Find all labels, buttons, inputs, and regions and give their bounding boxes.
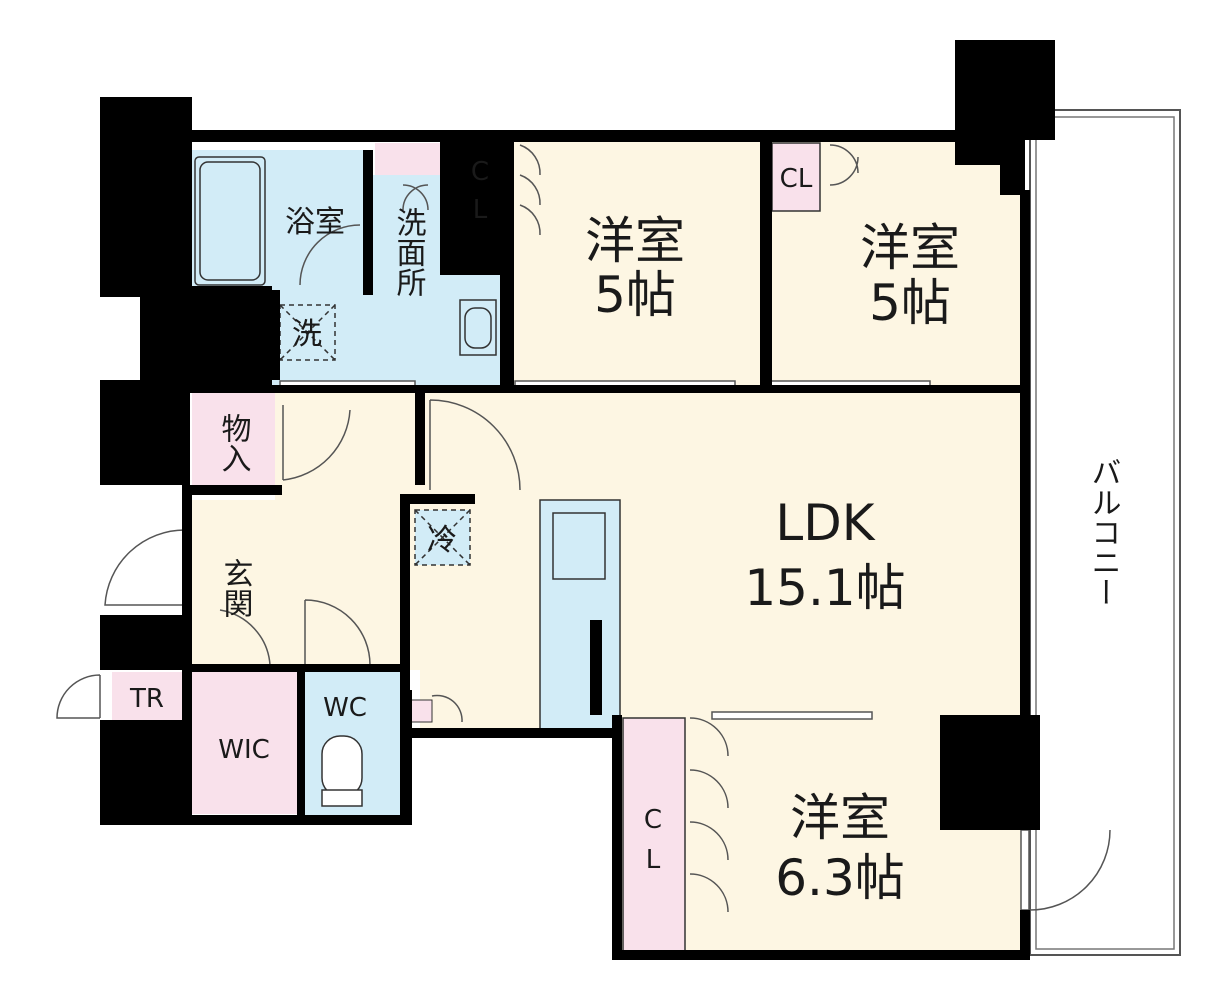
toilet-bowl <box>321 735 363 797</box>
western-room-3-name: 洋室 <box>790 789 890 847</box>
western-room-2-name: 洋室 <box>860 219 960 277</box>
fridge-label: 冷 <box>427 523 457 558</box>
closet-2-label: CL <box>780 164 813 194</box>
closet-3 <box>622 717 686 954</box>
entrance-label: 玄関 <box>218 558 253 618</box>
doors <box>56 144 1111 913</box>
balcony-label: バルコニー <box>1086 457 1121 607</box>
closet-1-label-c: C <box>471 157 489 187</box>
western-room-1-floor <box>510 140 765 385</box>
entrance-floor <box>190 500 280 670</box>
western-room-1-size: 5帖 <box>594 266 676 324</box>
ldk-floor <box>420 390 1025 735</box>
linen-closet <box>375 143 445 175</box>
western-room-2-size: 5帖 <box>869 274 951 332</box>
kitchen-counter <box>539 499 621 736</box>
storage <box>192 392 275 492</box>
bath-label: 浴室 <box>285 205 345 240</box>
washroom-label: 洗面所 <box>391 207 427 297</box>
sink <box>552 512 606 580</box>
walk-in-closet <box>192 672 297 814</box>
washer-label: 洗 <box>292 317 322 352</box>
walls <box>100 40 1055 960</box>
closet-1-label-l: L <box>473 195 488 225</box>
hall-floor <box>275 390 420 670</box>
fixtures <box>194 156 497 807</box>
western-room-1-name: 洋室 <box>585 212 685 270</box>
balcony <box>1029 109 1181 956</box>
closet-3-label-c: C <box>644 805 662 835</box>
ldk-name: LDK <box>775 494 875 552</box>
bathtub <box>194 156 266 286</box>
closet-2 <box>771 142 821 212</box>
labels: 洋室 5帖 洋室 5帖 LDK 15.1帖 洋室 6.3帖 浴室 洗面所 洗 物… <box>129 157 1120 907</box>
washbasin <box>459 299 497 356</box>
closet-3-label-l: L <box>646 845 661 875</box>
storage-label: 物入 <box>216 413 252 473</box>
western-room-3-size: 6.3帖 <box>775 849 905 907</box>
ldk-size: 15.1帖 <box>744 559 905 617</box>
small-cabinet <box>409 699 433 723</box>
toilet-label: WC <box>323 693 367 723</box>
trunk-room <box>112 672 182 720</box>
trunk-room-label: TR <box>129 684 164 714</box>
wic-label: WIC <box>218 735 270 765</box>
